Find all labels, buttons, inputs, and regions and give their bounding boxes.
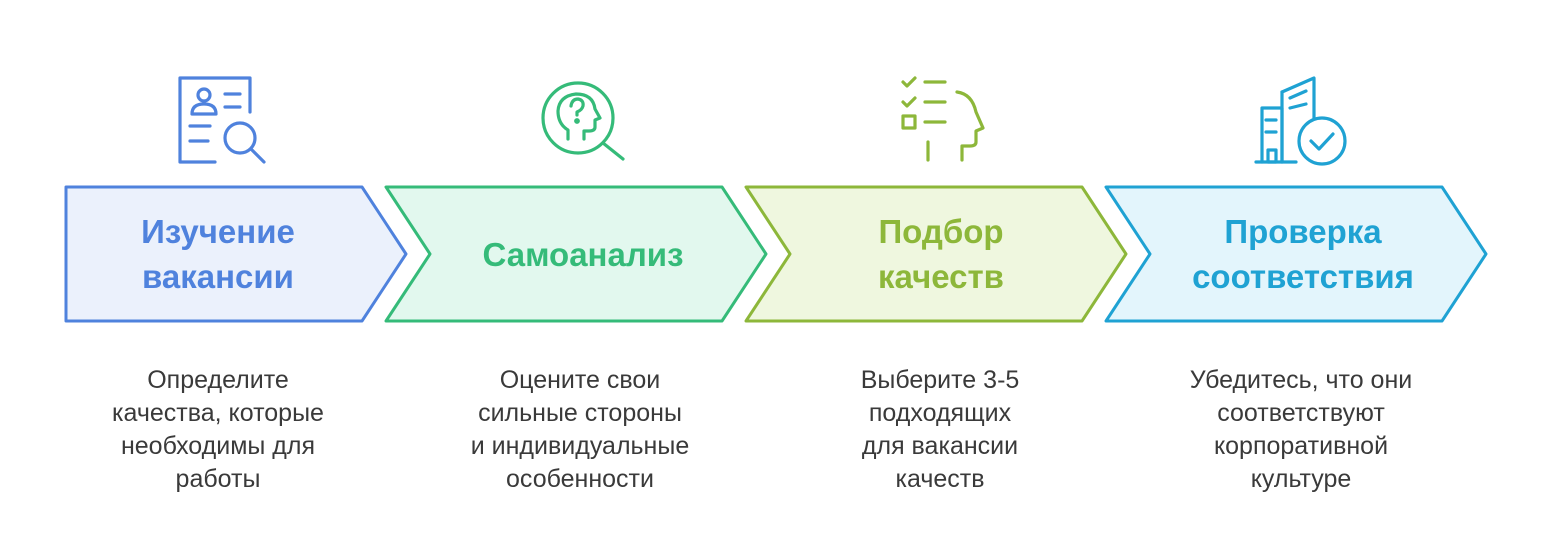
checklist-head-icon [901,76,985,162]
step-title-3-line2: качеств [878,258,1004,295]
vacancy-search-icon [178,76,266,164]
step-chevron-2 [384,185,768,323]
step-title-4-line1: Проверка [1224,213,1382,250]
step-title-4-line2: соответствия [1192,258,1414,295]
step-description-2: Оцените свои сильные стороны и индивидуа… [470,366,690,493]
step-chevron-3 [744,185,1128,323]
step-chevron-4 [1104,185,1488,323]
company-check-icon [1254,76,1347,166]
step-title-2: Самоанализ [482,236,683,273]
step-title-1-line1: Изучение [141,213,295,250]
self-analysis-icon [541,81,625,161]
step-description-1: Определите качества, которые необходимы … [112,366,324,493]
step-title-3-line1: Подбор [878,213,1003,250]
step-description-4: Убедитесь, что они соответствуют корпора… [1189,366,1413,493]
step-description-3: Выберите 3-5 подходящих для вакансии кач… [860,366,1020,493]
step-title-1-line2: вакансии [142,258,294,295]
step-chevron-1 [64,185,408,323]
